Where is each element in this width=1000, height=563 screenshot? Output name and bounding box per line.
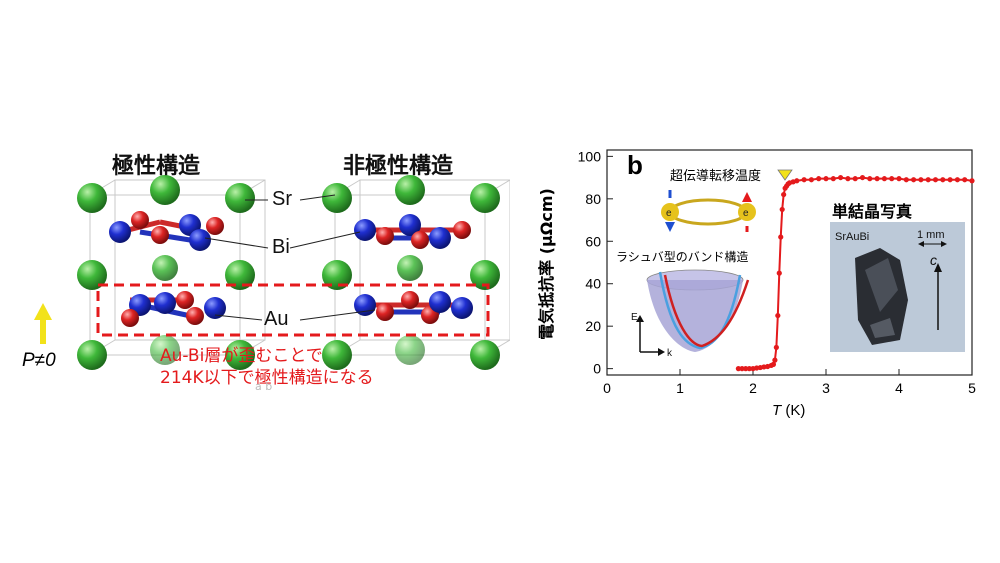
- data-points: [735, 174, 975, 372]
- data-point: [735, 366, 741, 372]
- x-tick-label: 4: [895, 380, 903, 396]
- data-point: [852, 176, 858, 182]
- data-point: [889, 176, 895, 182]
- x-axis-label: T (K): [772, 402, 806, 419]
- resistivity-chart: 0 1 2 3 4 5 0 20 40 60 80 100 e e E k: [578, 148, 976, 396]
- sr-atoms-nonpolar: [322, 175, 500, 370]
- label-leader-lines: [204, 194, 376, 321]
- data-point: [808, 177, 814, 183]
- x-tick-label: 0: [603, 380, 611, 396]
- label-sr: Sr: [272, 188, 292, 210]
- data-point: [969, 178, 975, 184]
- label-bi: Bi: [272, 236, 290, 258]
- title-nonpolar-structure: 非極性構造: [343, 154, 454, 179]
- y-axis-label: 電気抵抗率 (μΩcm): [537, 188, 556, 340]
- c-axis-label: c: [930, 252, 937, 268]
- tc-marker-icon: [777, 169, 793, 181]
- cooper-pair-icon: [661, 190, 756, 232]
- data-point: [881, 176, 887, 182]
- data-point: [925, 177, 931, 183]
- label-au: Au: [264, 308, 289, 330]
- data-point: [918, 177, 924, 183]
- bi-au-layer-lower-nonpolar: [354, 291, 473, 324]
- crystal-structure-diagram: [34, 175, 510, 370]
- data-point: [823, 176, 829, 182]
- data-point: [772, 357, 778, 363]
- distortion-note-line2: 214K以下で極性構造になる: [160, 368, 374, 388]
- resistivity-chart-panel: 0 1 2 3 4 5 0 20 40 60 80 100 e e E k: [520, 140, 990, 420]
- crystal-photo-inset: [830, 222, 965, 352]
- sr-atoms-polar: [77, 175, 255, 370]
- distorted-layer-highlight-box: [96, 283, 490, 337]
- data-point: [962, 177, 968, 183]
- y-tick-label: 80: [585, 191, 601, 207]
- title-polar-structure: 極性構造: [112, 154, 201, 179]
- rashba-label: ラシュバ型のバンド構造: [616, 250, 749, 264]
- polarization-arrow-icon: [34, 303, 52, 344]
- data-point: [903, 177, 909, 183]
- data-point: [874, 176, 880, 182]
- data-point: [932, 177, 939, 183]
- data-point: [746, 366, 752, 372]
- data-point: [867, 176, 873, 182]
- panel-letter: b: [627, 150, 643, 180]
- rashba-band-inset: [636, 269, 750, 356]
- data-point: [775, 312, 781, 319]
- data-point: [947, 177, 953, 183]
- data-point: [896, 176, 902, 182]
- data-point: [743, 366, 749, 372]
- data-point: [801, 177, 807, 183]
- bi-au-layer-upper-nonpolar: [354, 214, 471, 249]
- data-point: [954, 177, 960, 183]
- data-point: [845, 176, 851, 182]
- data-point: [770, 361, 777, 367]
- axis-ticks: 0 1 2 3 4 5 0 20 40 60 80 100: [578, 148, 976, 396]
- y-tick-label: 60: [585, 233, 601, 249]
- bi-au-layer-lower-polar: [121, 291, 226, 327]
- data-point: [739, 366, 745, 372]
- y-tick-label: 40: [585, 276, 601, 292]
- data-point: [830, 176, 836, 182]
- data-point: [859, 174, 866, 181]
- sample-name-label: SrAuBi: [835, 231, 869, 243]
- bi-au-layer-upper-polar: [109, 211, 224, 251]
- x-tick-label: 1: [676, 380, 684, 396]
- data-point: [794, 178, 800, 184]
- data-point: [773, 344, 779, 351]
- x-tick-label: 3: [822, 380, 830, 396]
- data-point: [911, 177, 917, 183]
- data-point: [781, 191, 787, 198]
- e-axis-label: E: [631, 312, 638, 323]
- polarization-label: P≠0: [22, 350, 56, 371]
- x-tick-label: 5: [968, 380, 976, 396]
- data-point: [778, 234, 784, 240]
- crystal-photo-title: 単結晶写真: [832, 202, 913, 221]
- y-tick-label: 100: [578, 148, 602, 164]
- data-point: [838, 174, 844, 181]
- y-tick-label: 0: [593, 361, 601, 377]
- electron-label-right: e: [743, 208, 749, 219]
- tc-label: 超伝導転移温度: [670, 169, 762, 184]
- y-tick-label: 20: [585, 318, 601, 334]
- data-point: [776, 270, 782, 276]
- electron-label-left: e: [666, 208, 672, 219]
- distortion-note-line1: Au-Bi層が歪むことで: [160, 346, 323, 366]
- data-point: [779, 206, 785, 213]
- x-tick-label: 2: [749, 380, 757, 396]
- crystal-structure-panel: 極性構造 非極性構造 Sr Bi Au P≠0 Au-Bi層が歪むことで 214…: [22, 154, 510, 393]
- faint-axis-labels: a b: [255, 380, 273, 393]
- scale-bar-label: 1 mm: [917, 229, 945, 241]
- data-point: [816, 176, 822, 182]
- data-point: [940, 177, 946, 183]
- k-axis-label: k: [667, 348, 673, 359]
